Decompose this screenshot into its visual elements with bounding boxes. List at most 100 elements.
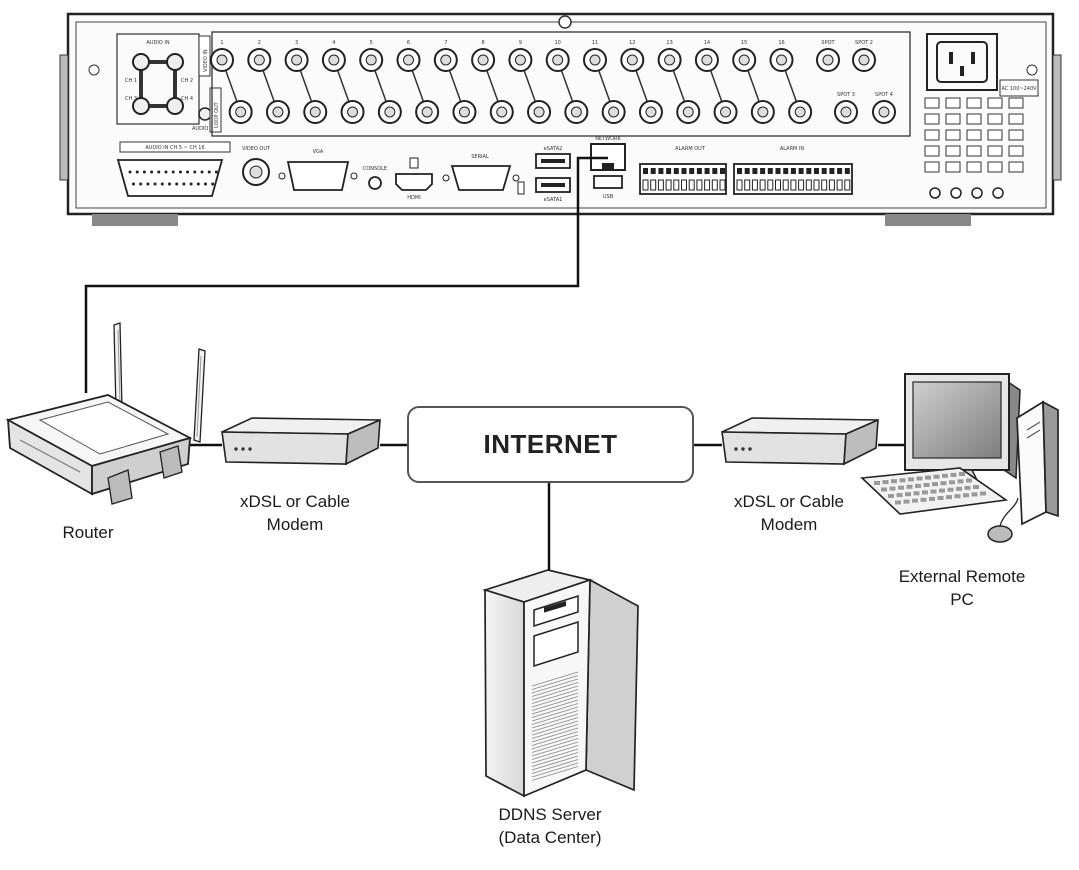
- pc-tower-side: [1042, 400, 1059, 518]
- terminal-slot: [704, 179, 711, 191]
- keyboard-key: [959, 472, 965, 476]
- spot-pin: [858, 54, 870, 66]
- db25-pin: [200, 170, 204, 174]
- esata2-label: eSATA2: [544, 146, 563, 152]
- terminal-slot: [775, 179, 781, 191]
- vent-cell: [966, 161, 982, 173]
- server-vent-line: [531, 717, 579, 732]
- vent-cell: [945, 113, 961, 125]
- keyboard-key: [930, 489, 937, 494]
- bnc-pin: [291, 54, 303, 66]
- esata1-tongue: [541, 183, 565, 187]
- server-vent-line: [531, 699, 579, 715]
- db25-pin: [164, 170, 168, 174]
- terminal-slot: [836, 179, 843, 191]
- server-vent-line: [531, 703, 579, 718]
- audio-in-block: [116, 33, 200, 125]
- dvr-foot-left: [92, 214, 178, 226]
- db25-pin: [139, 182, 143, 186]
- server-vent-line: [531, 692, 579, 708]
- db25-pin: [178, 170, 182, 174]
- router-top-panel: [38, 401, 170, 455]
- keyboard-key: [903, 499, 910, 504]
- keyboard-key: [937, 496, 944, 500]
- router-label: Router: [62, 523, 114, 542]
- channel-number: 8: [482, 40, 485, 46]
- power-pin: [960, 66, 964, 76]
- db25-pin: [132, 182, 135, 186]
- server-vent-line: [531, 724, 579, 739]
- terminal-screw: [704, 168, 710, 174]
- bnc-pin: [440, 54, 452, 66]
- keyboard-key: [908, 477, 914, 482]
- status-led: [517, 181, 525, 195]
- vent-cell: [987, 145, 1003, 157]
- server-vent-line: [531, 678, 579, 694]
- bnc-pin: [776, 54, 787, 66]
- dvr-foot-right: [885, 214, 971, 226]
- server-vent-line: [531, 752, 579, 767]
- channel-number: 10: [555, 40, 561, 46]
- bnc-pin: [533, 106, 545, 118]
- vent-cell: [1008, 161, 1024, 173]
- terminal-slot: [798, 179, 805, 191]
- terminal-screw: [814, 168, 819, 174]
- terminal-slot: [844, 179, 851, 191]
- bnc-pin: [738, 54, 750, 66]
- vent-cell: [1008, 97, 1024, 109]
- keyboard-key: [954, 494, 961, 499]
- keyboard-key: [966, 478, 972, 483]
- vent-cell: [924, 145, 940, 157]
- vent-cell: [1008, 113, 1024, 125]
- server-vent-line: [531, 727, 579, 743]
- terminal-screw: [650, 168, 656, 174]
- pc-monitor-screen: [912, 381, 1002, 459]
- keyboard-key: [905, 492, 911, 497]
- db25-pin: [193, 170, 197, 174]
- bnc-pin: [514, 54, 526, 66]
- bnc-pin: [552, 54, 564, 66]
- usb-port: [593, 175, 623, 189]
- db25-pin: [146, 182, 150, 186]
- terminal-screw: [696, 168, 702, 174]
- bnc-pin: [216, 54, 228, 66]
- bnc-pin: [458, 106, 470, 118]
- video-out-label: VIDEO OUT: [242, 146, 271, 152]
- screw-icon: [558, 15, 572, 29]
- terminal-slot: [736, 179, 743, 191]
- vent-grid: [924, 97, 1024, 173]
- spot-label: SPOT 3: [837, 92, 855, 98]
- terminal-screw: [712, 168, 718, 174]
- modem-left-label: xDSL or Cable Modem: [240, 492, 350, 534]
- bnc-pin: [309, 106, 321, 118]
- keyboard-key: [916, 476, 923, 481]
- terminal-screw: [658, 168, 664, 174]
- video-in-tag: [198, 35, 211, 77]
- db25-pin: [186, 170, 190, 174]
- modem-led: [741, 447, 745, 451]
- vent-cell: [966, 129, 982, 141]
- server-vent-line: [531, 759, 579, 774]
- terminal-slot: [696, 179, 703, 191]
- modem-led: [748, 447, 752, 451]
- fan-icon: [992, 187, 1004, 199]
- vent-cell: [987, 97, 1003, 109]
- keyboard-key: [940, 481, 947, 486]
- keyboard-key: [957, 479, 964, 484]
- pc-tower-front: [1016, 400, 1047, 526]
- audio-in-bus-label: AUDIO IN CH 5 ~ CH 16: [145, 145, 204, 151]
- vent-cell: [966, 113, 982, 125]
- keyboard-key: [963, 493, 969, 498]
- db25-pin: [171, 170, 175, 174]
- vent-cell: [966, 145, 982, 157]
- router-device: [5, 322, 206, 505]
- server-drive-slot: [544, 600, 566, 613]
- channel-number: 4: [332, 40, 335, 46]
- keyboard-key: [922, 490, 928, 495]
- hdmi-label: HDMI: [407, 195, 420, 201]
- vent-cell: [945, 161, 961, 173]
- channel-number: 6: [407, 40, 410, 46]
- keyboard-key: [889, 486, 896, 491]
- router-foot: [107, 469, 133, 505]
- modem-right-label: xDSL or Cable Modem: [734, 492, 844, 534]
